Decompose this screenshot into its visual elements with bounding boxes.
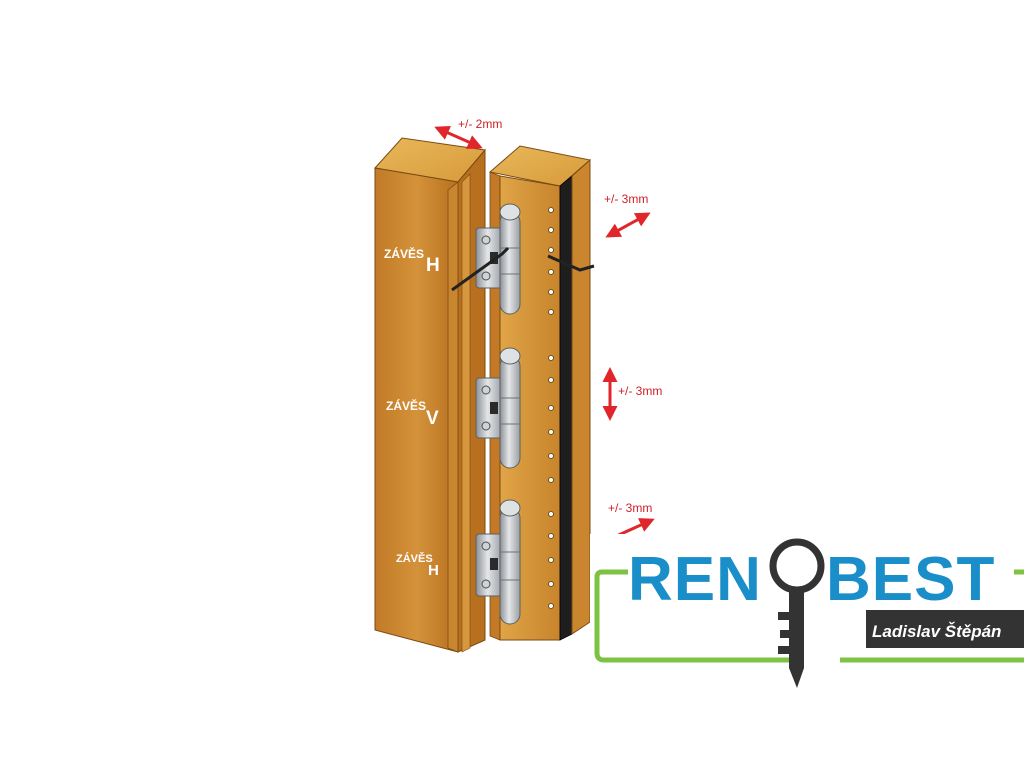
hinge-label-bottom: ZÁVĚS H [396,552,439,579]
hinge-label-middle-letter: V [426,408,439,429]
adjustment-label-top: +/- 2mm [458,117,502,131]
adjustment-label-vertical: +/- 3mm [618,384,662,398]
mounting-holes [548,207,554,609]
key-icon [769,538,825,688]
hinge-label-top-letter: H [426,255,440,276]
adjustment-arrow-vertical: +/- 3mm [602,367,662,421]
hinge-middle [475,347,521,469]
adjustment-arrow-bottom: +/- 3mm [608,501,655,540]
hinge-label-bottom-letter: H [428,562,439,579]
door-leaf-right [488,145,592,641]
hex-key-right [547,254,595,272]
adjustment-arrow-side: +/- 3mm [604,192,651,238]
logo-subtitle: Ladislav Štěpán [872,622,1001,641]
logo-text-ren: REN [628,545,762,614]
hinge-top [451,203,521,315]
adjustment-label-side: +/- 3mm [604,192,648,206]
hinge-label-bottom-prefix: ZÁVĚS [396,552,433,565]
hinge-label-middle-prefix: ZÁVĚS [386,398,426,413]
hinge-label-top-prefix: ZÁVĚS [384,246,424,261]
logo-text-best: BEST [826,545,995,614]
hinge-label-top: ZÁVĚS H [384,246,440,276]
hinge-bottom [475,499,521,625]
adjustment-label-bottom: +/- 3mm [608,501,652,515]
adjustment-arrow-top: +/- 2mm [434,117,502,150]
renobest-logo: REN BEST Ladislav Štěpán [590,534,1024,688]
hinge-label-middle: ZÁVĚS V [386,398,439,429]
